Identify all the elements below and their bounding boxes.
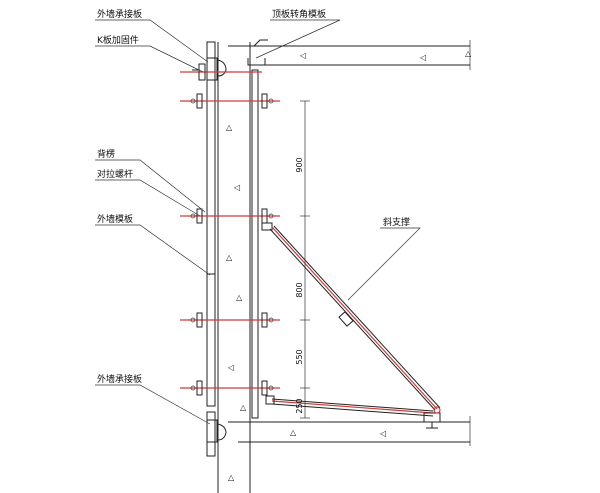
dim-900: 900 bbox=[295, 157, 304, 172]
svg-text:◁: ◁ bbox=[227, 363, 234, 372]
svg-text:◁: ◁ bbox=[299, 51, 306, 60]
svg-text:△: △ bbox=[240, 403, 247, 412]
outer-wall-formwork bbox=[206, 41, 216, 457]
tie-rod-4 bbox=[180, 380, 280, 396]
svg-text:◁: ◁ bbox=[379, 429, 386, 438]
tie-rod-3 bbox=[180, 312, 280, 328]
dim-250: 250 bbox=[295, 398, 304, 413]
leader-lines bbox=[95, 19, 421, 425]
svg-text:◁: ◁ bbox=[233, 183, 240, 192]
vertical-dimension-line bbox=[300, 100, 310, 419]
tie-rod-2 bbox=[180, 208, 280, 224]
label-tie-rod: 对拉螺杆 bbox=[97, 168, 133, 180]
upper-slab: ◁ ◁ △ bbox=[228, 40, 472, 70]
outer-support-board-bottom bbox=[206, 419, 227, 443]
svg-text:△: △ bbox=[226, 123, 233, 132]
tie-rod-0 bbox=[180, 63, 262, 81]
svg-text:△: △ bbox=[226, 253, 233, 262]
diagonal-brace-upper bbox=[261, 222, 441, 411]
svg-text:△: △ bbox=[465, 49, 472, 58]
dim-550: 550 bbox=[295, 349, 304, 364]
brace-base-anchor bbox=[423, 406, 441, 429]
outer-support-board-top bbox=[206, 57, 227, 81]
label-outer-wall-formwork: 外墙模板 bbox=[97, 213, 133, 225]
slab-corner-formwork bbox=[247, 39, 268, 66]
dim-800: 800 bbox=[295, 282, 304, 297]
label-k-board-fastener: K板加固件 bbox=[97, 34, 139, 46]
label-slab-corner-formwork: 顶板转角模板 bbox=[272, 8, 326, 20]
svg-text:△: △ bbox=[228, 473, 235, 482]
label-outer-support-board-bottom: 外墙承接板 bbox=[97, 373, 142, 385]
svg-text:◁: ◁ bbox=[419, 53, 426, 62]
diagonal-brace-lower bbox=[265, 395, 434, 417]
lower-slab: △ ◁ bbox=[228, 416, 471, 446]
label-diagonal-brace: 斜支撑 bbox=[383, 216, 410, 228]
label-back-purlin: 背楞 bbox=[97, 148, 115, 160]
label-outer-support-board-top: 外墙承接板 bbox=[97, 8, 142, 20]
svg-text:△: △ bbox=[290, 428, 297, 437]
concrete-wall: △ ◁ △ △ ◁ △ △ bbox=[217, 42, 251, 493]
svg-text:△: △ bbox=[236, 293, 243, 302]
tie-rod-1 bbox=[180, 93, 280, 109]
inner-wall-formwork bbox=[251, 69, 259, 419]
